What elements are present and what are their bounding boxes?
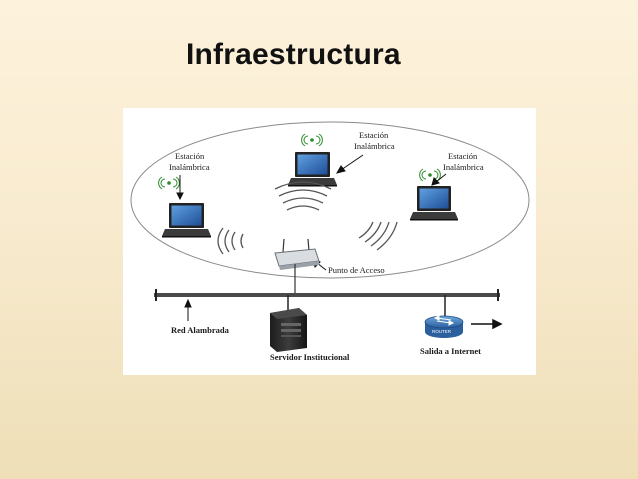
station-right-label-line1: Estación (448, 151, 478, 161)
wireless-coverage-ellipse (130, 121, 530, 279)
wireless-waves-icon (217, 181, 398, 255)
access-point-icon (274, 238, 320, 294)
laptop-right-icon (410, 168, 458, 221)
station-top-label-line2: Inalámbrica (354, 141, 395, 151)
router-icon: ROUTER (424, 315, 464, 338)
station-left-label-line1: Estación (175, 151, 205, 161)
access-point-label: Punto de Acceso (328, 265, 385, 275)
network-diagram: Estación Inalámbrica Estación Inalámbric… (123, 108, 536, 375)
wired-network-arrow (184, 298, 192, 321)
wired-network-label: Red Alambrada (171, 325, 230, 335)
station-left-label-line2: Inalámbrica (169, 162, 210, 172)
station-right-label-line2: Inalámbrica (443, 162, 484, 172)
server-tower-icon (270, 308, 307, 352)
internet-exit-arrow (471, 318, 503, 330)
slide-title: Infraestructura (186, 38, 401, 71)
station-top-label-line1: Estación (359, 130, 389, 140)
router-body-label: ROUTER (432, 329, 452, 334)
server-label: Servidor Institucional (270, 352, 350, 362)
laptop-left-icon (158, 176, 211, 238)
laptop-top-icon (288, 133, 337, 187)
internet-exit-label: Salida a Internet (420, 346, 481, 356)
